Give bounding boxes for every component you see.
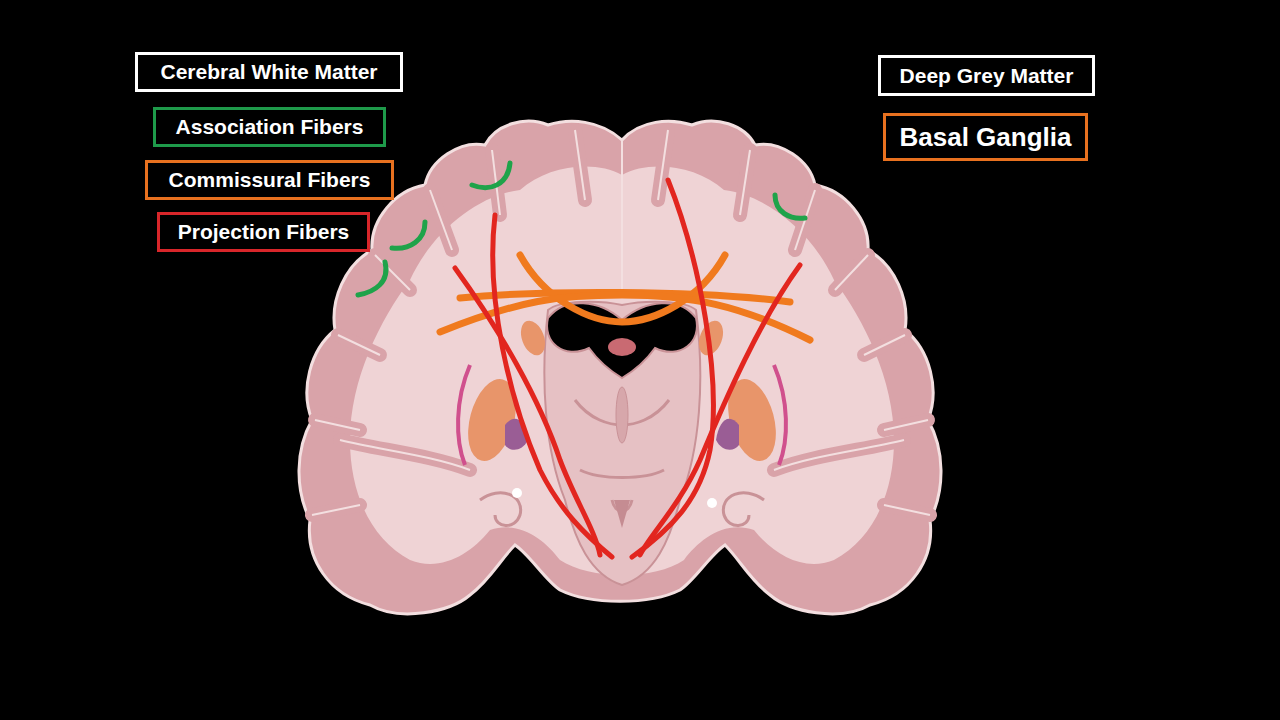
category-box: Projection Fibers [157, 212, 370, 252]
box-label: Deep Grey Matter [889, 62, 1084, 89]
caudate [517, 317, 550, 358]
claustrum [774, 365, 786, 465]
third-ventricle [616, 387, 628, 443]
cortex [299, 121, 941, 614]
claustrum [458, 365, 470, 465]
choroid-plexus [608, 338, 636, 356]
vessel [707, 498, 717, 508]
box-label: Commissural Fibers [156, 167, 383, 193]
hippocampus [723, 493, 764, 526]
box-label: Cerebral White Matter [146, 59, 392, 85]
projection-fibers [455, 180, 800, 557]
association-fibers [358, 163, 805, 295]
fourth-ventricle [614, 500, 630, 528]
category-box: Commissural Fibers [145, 160, 394, 200]
heading-box: Deep Grey Matter [878, 55, 1095, 96]
box-label: Association Fibers [164, 114, 375, 140]
diencephalon-brainstem [544, 302, 700, 585]
lateral-ventricles [547, 303, 697, 378]
globus-pallidus [716, 419, 739, 450]
hippocampus [480, 493, 521, 526]
heading-box: Cerebral White Matter [135, 52, 403, 92]
category-box: Association Fibers [153, 107, 386, 147]
box-label: Projection Fibers [168, 219, 359, 245]
box-label: Basal Ganglia [894, 120, 1077, 154]
vessel [512, 488, 522, 498]
category-box: Basal Ganglia [883, 113, 1088, 161]
